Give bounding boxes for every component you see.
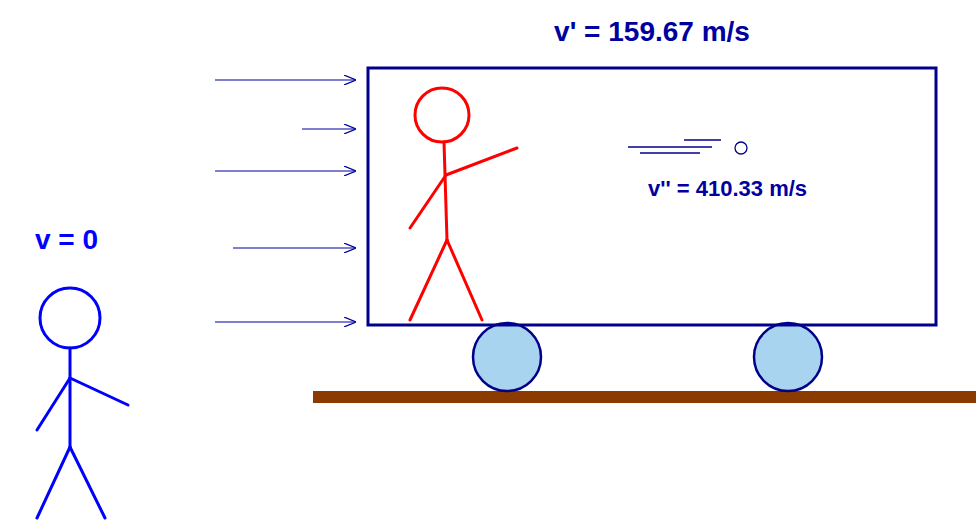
ball bbox=[628, 140, 747, 154]
car-body bbox=[368, 68, 936, 325]
motion-arrows bbox=[215, 80, 355, 322]
stationary-observer bbox=[37, 288, 128, 518]
frame-velocity: v' = 159.67 m/s bbox=[554, 16, 750, 48]
wheel bbox=[473, 323, 541, 391]
ball-velocity: v'' = 410.33 m/s bbox=[648, 176, 807, 202]
moving-observer bbox=[410, 88, 517, 320]
wheel bbox=[754, 323, 822, 391]
car-node: v' = 159.67 m/sv'' = 410.33 m/s bbox=[368, 68, 936, 325]
observer-velocity: v = 0 bbox=[35, 224, 98, 256]
ground bbox=[313, 391, 976, 403]
